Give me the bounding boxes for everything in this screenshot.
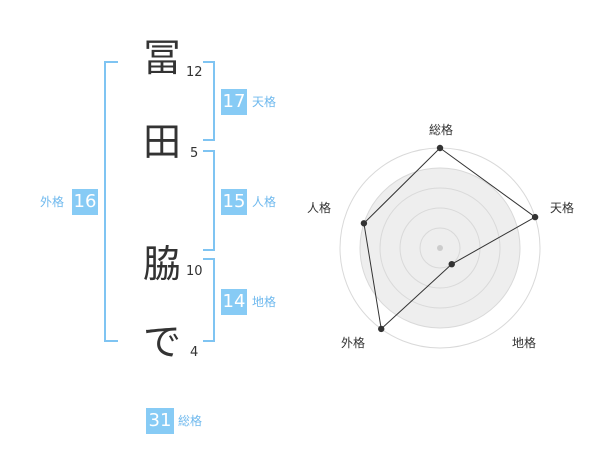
name-char-2: 田	[142, 120, 181, 164]
radar-data-polygon	[363, 147, 537, 330]
stroke-count-3: 10	[186, 264, 203, 279]
soukaku-label: 総格	[178, 414, 203, 428]
tenkaku-label: 天格	[252, 95, 277, 109]
tenkaku-score-badge: 17	[221, 89, 247, 115]
gaikaku-bracket	[104, 61, 118, 342]
radar-ring-1	[419, 227, 461, 269]
radar-point-4	[378, 325, 385, 333]
chikaku-bracket	[203, 258, 215, 342]
gaikaku-label: 外格	[40, 195, 65, 209]
stroke-count-4: 4	[190, 345, 199, 360]
jinkaku-bracket	[203, 150, 215, 251]
radar-point-5	[360, 220, 368, 227]
radar-point-3	[448, 260, 455, 268]
radar-axis-label-gaikaku: 外格	[341, 336, 366, 350]
radar-center-dot	[437, 245, 443, 251]
stroke-count-2: 5	[190, 146, 199, 161]
chikaku-score-badge: 14	[221, 289, 247, 315]
soukaku-score-badge: 31	[146, 408, 174, 434]
name-char-1: 冨	[142, 36, 181, 80]
stroke-count-1: 12	[186, 65, 203, 80]
name-char-4: で	[142, 320, 181, 364]
tenkaku-bracket	[203, 61, 215, 141]
jinkaku-label: 人格	[252, 195, 277, 209]
name-char-3: 脇	[142, 242, 181, 286]
radar-axis-label-soukaku: 総格	[429, 123, 454, 137]
radar-ring-3	[379, 187, 501, 309]
chikaku-label: 地格	[252, 295, 277, 309]
radar-axis-label-chikaku: 地格	[512, 336, 537, 350]
radar-axis-label-jinkaku: 人格	[307, 201, 332, 215]
radar-axis-label-tenkaku: 天格	[550, 201, 575, 215]
radar-point-1	[436, 144, 444, 152]
jinkaku-score-badge: 15	[221, 189, 247, 215]
gaikaku-score-badge: 16	[72, 189, 98, 215]
radar-point-2	[531, 213, 539, 221]
